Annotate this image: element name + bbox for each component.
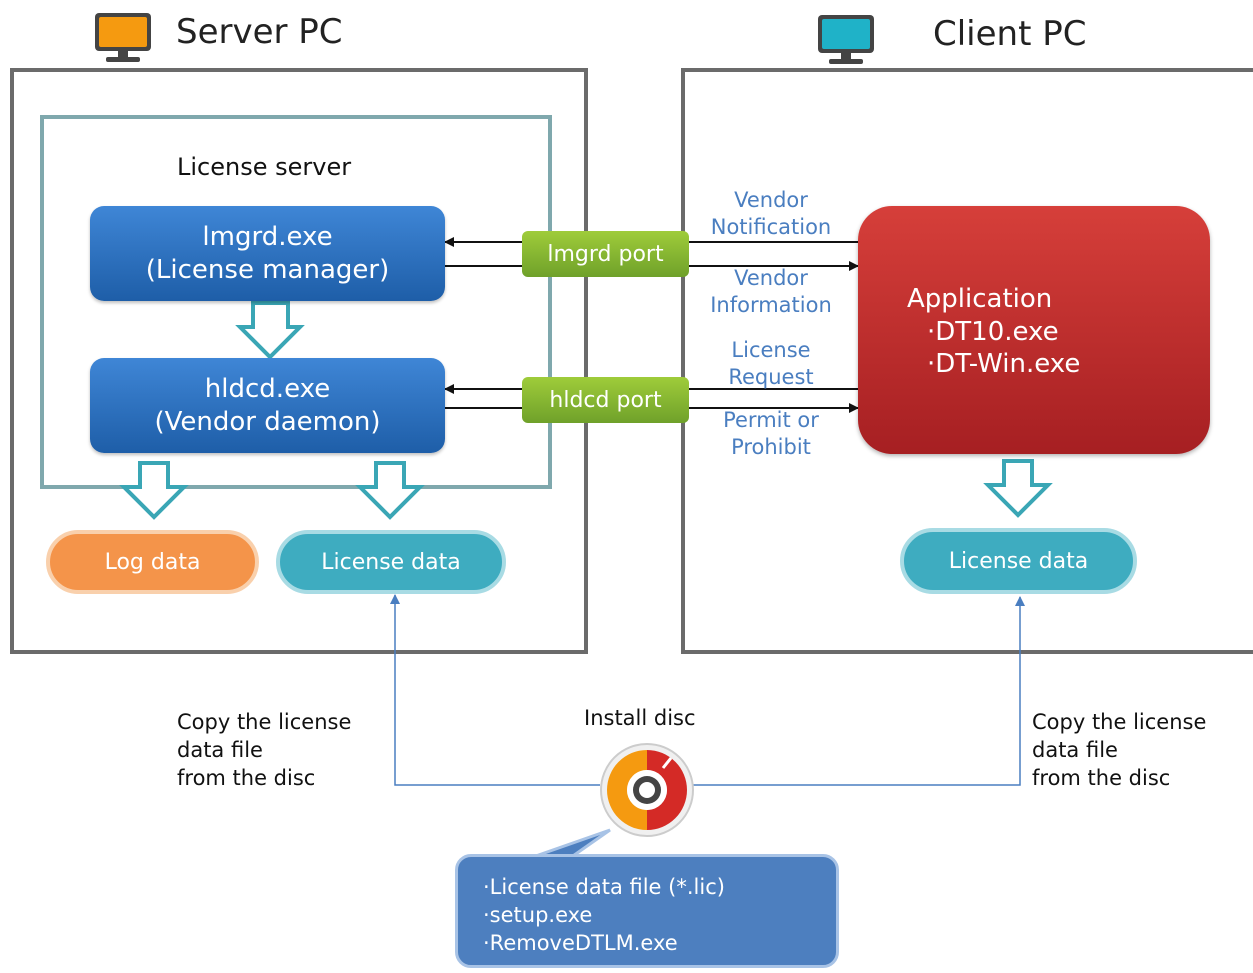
copy-to-client-line (690, 596, 1025, 786)
disc-contents-callout: ·License data file (*.lic) ·setup.exe ·R… (455, 854, 839, 968)
install-disc-label: Install disc (584, 706, 696, 730)
lmgrd-desc: (License manager) (145, 254, 390, 285)
vendor-information-label: Vendor Information (710, 266, 832, 317)
license-server-frame (40, 115, 552, 489)
server-monitor-icon (92, 10, 154, 66)
hldcd-port: hldcd port (522, 377, 689, 423)
application-box: Application ·DT10.exe ·DT-Win.exe (858, 206, 1210, 454)
license-server-label: License server (177, 153, 352, 181)
to-client-license-block-arrow (983, 459, 1053, 518)
server-pc-frame (10, 68, 588, 654)
hldcd-name: hldcd.exe (204, 373, 331, 404)
permit-or-prohibit-label: Permit or Prohibit (723, 408, 819, 459)
application-title: Application (907, 284, 1053, 314)
lmgrd-box: lmgrd.exe (License manager) (90, 206, 445, 301)
disc-content-setup: ·setup.exe (483, 903, 593, 927)
log-data-pill: Log data (46, 530, 259, 594)
hldcd-desc: (Vendor daemon) (154, 406, 381, 437)
hldcd-box: hldcd.exe (Vendor daemon) (90, 358, 445, 453)
lmgrd-to-hldcd-block-arrow (235, 301, 305, 360)
vendor-notification-label: Vendor Notification (710, 188, 832, 239)
server-license-data-pill: License data (276, 530, 506, 594)
disc-content-lic: ·License data file (*.lic) (483, 875, 725, 899)
disc-content-remove: ·RemoveDTLM.exe (483, 931, 678, 955)
client-pc-title: Client PC (933, 14, 1087, 54)
copy-note-right: Copy the license data file from the disc (1032, 710, 1207, 790)
lmgrd-name: lmgrd.exe (202, 221, 333, 252)
license-request-label: License Request (728, 338, 814, 389)
client-monitor-icon (815, 12, 877, 68)
to-log-block-arrow (119, 461, 189, 520)
server-pc-title: Server PC (176, 12, 343, 52)
to-server-license-block-arrow (355, 461, 425, 520)
application-item-dtwin: ·DT-Win.exe (927, 349, 1081, 379)
client-license-data-pill: License data (900, 528, 1137, 594)
application-item-dt10: ·DT10.exe (927, 317, 1059, 347)
disc-icon (599, 742, 695, 838)
copy-note-left: Copy the license data file from the disc (177, 710, 352, 790)
client-pc-frame (681, 68, 1253, 654)
lmgrd-port: lmgrd port (522, 231, 689, 277)
copy-to-server-line (390, 594, 600, 786)
